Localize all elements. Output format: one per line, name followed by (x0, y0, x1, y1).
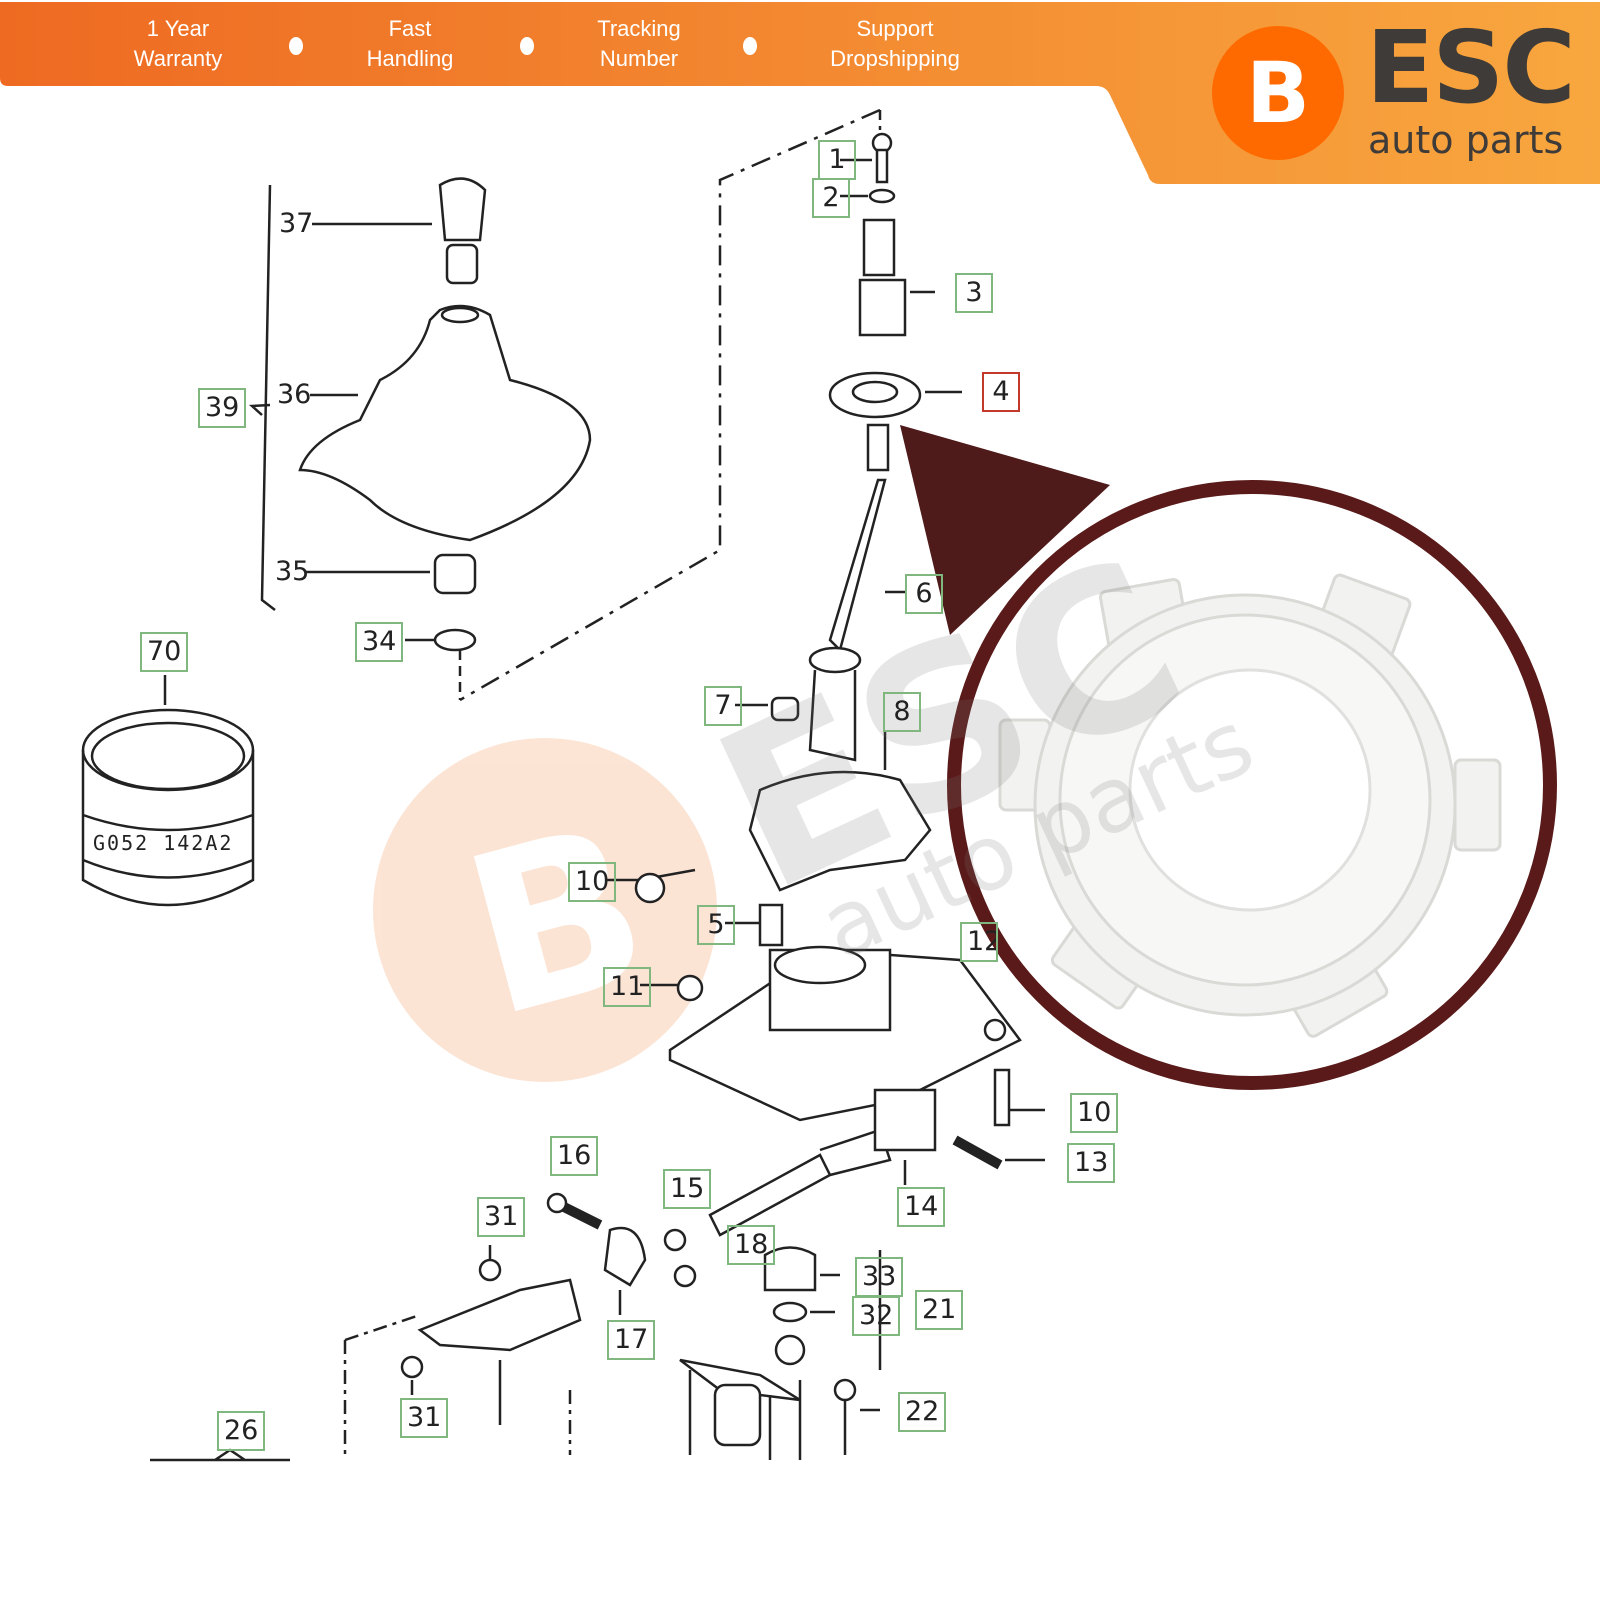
pointer-arrow (900, 425, 1110, 635)
part-label: 22 (898, 1392, 947, 1432)
feature-line: Tracking (597, 16, 681, 41)
part-label: 31 (477, 1197, 526, 1237)
part-label: 7 (704, 686, 742, 726)
feature-line: 1 Year (146, 16, 210, 41)
part-label: 14 (897, 1187, 946, 1227)
part-label: 35 (275, 556, 310, 587)
part-label: 13 (1067, 1143, 1116, 1183)
logo-brand: ESC (1366, 9, 1576, 126)
feature-warranty: 1 Year Warranty (78, 14, 278, 74)
part-label-highlighted: 4 (982, 372, 1020, 412)
feature-line: Handling (366, 46, 454, 71)
feature-handling: Fast Handling (310, 14, 510, 74)
part-label: 31 (400, 1398, 449, 1438)
part-label: 16 (550, 1136, 599, 1176)
part-label: 3 (955, 273, 993, 313)
part-label: 18 (727, 1225, 776, 1265)
part-label: 36 (277, 379, 312, 410)
part-label: 37 (279, 208, 314, 239)
product-ring-photo (998, 573, 1502, 1038)
part-label: 21 (915, 1290, 964, 1330)
part-label: 5 (697, 905, 735, 945)
part-label: 2 (812, 178, 850, 218)
part-label: 32 (852, 1296, 901, 1336)
part-label: 34 (355, 622, 404, 662)
feature-line: Fast (388, 16, 432, 41)
logo-mark: B (1212, 26, 1344, 160)
part-label: 15 (663, 1169, 712, 1209)
bullet-icon (289, 37, 303, 55)
feature-line: Warranty (133, 46, 223, 71)
part-label: 8 (883, 692, 921, 732)
bullet-icon (520, 37, 534, 55)
part-label: 39 (198, 388, 247, 428)
part-label: 11 (603, 967, 652, 1007)
banner-shape (0, 2, 1600, 184)
feature-line: Dropshipping (830, 46, 960, 71)
logo-subtitle: auto parts (1368, 118, 1564, 162)
watermark: B (373, 738, 717, 1082)
feature-line: Number (599, 46, 679, 71)
part-label: 26 (217, 1411, 266, 1451)
part-label: 70 (140, 632, 189, 672)
bullet-icon (743, 37, 757, 55)
part-label: 17 (607, 1320, 656, 1360)
part-label: 10 (568, 862, 617, 902)
part-label: 6 (905, 574, 943, 614)
part-label: 10 (1070, 1093, 1119, 1133)
part-code: G052 142A2 (93, 831, 233, 855)
part-label: 12 (960, 922, 998, 962)
feature-line: Support (856, 16, 934, 41)
feature-dropshipping: Support Dropshipping (795, 14, 995, 74)
part-label: 33 (855, 1257, 904, 1297)
feature-tracking: Tracking Number (539, 14, 739, 74)
